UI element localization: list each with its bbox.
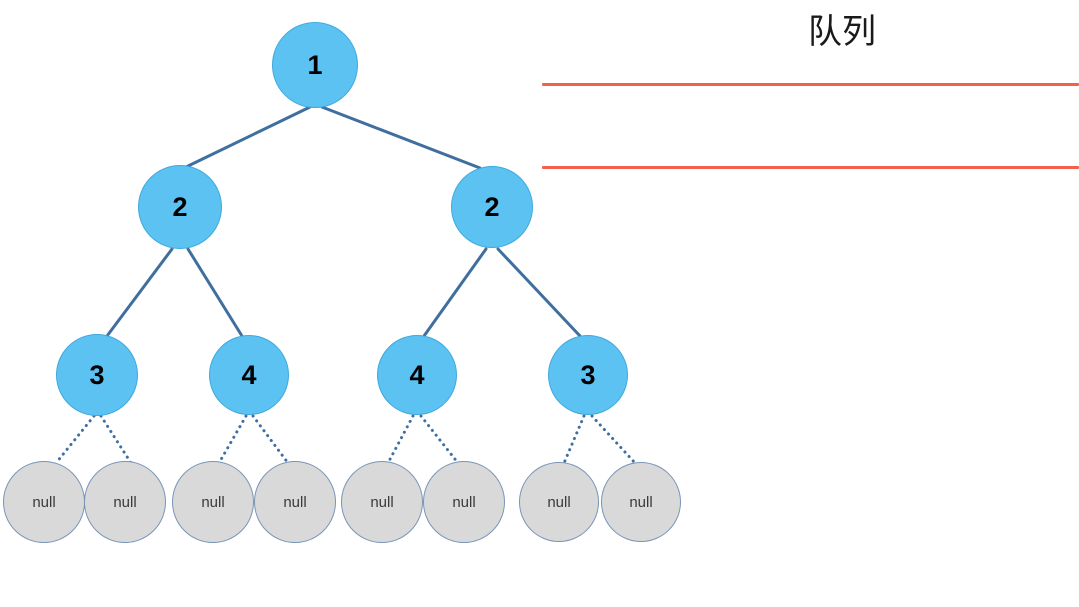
tree-node-value[interactable]: 2 [451, 166, 533, 248]
tree-node-value[interactable]: 2 [138, 165, 222, 249]
queue-title: 队列 [808, 14, 876, 51]
tree-node-label: null [370, 493, 394, 511]
edge-3a-to-null1 [54, 414, 96, 465]
tree-node-label: 4 [241, 359, 257, 390]
edge-2right-to-3d [496, 247, 582, 338]
tree-node-null[interactable]: null [3, 461, 85, 543]
tree-node-null[interactable]: null [423, 461, 505, 543]
edge-3c-to-null6 [419, 414, 460, 465]
tree-node-label: null [629, 493, 653, 511]
tree-node-value[interactable]: 4 [209, 335, 289, 415]
edge-3d-to-null8 [590, 414, 637, 465]
edge-3b-to-null3 [217, 414, 248, 465]
tree-node-label: null [32, 493, 56, 511]
edge-3b-to-null4 [251, 414, 290, 465]
tree-node-label: null [201, 493, 225, 511]
tree-node-value[interactable]: 3 [548, 335, 628, 415]
tree-node-null[interactable]: null [172, 461, 254, 543]
edge-3a-to-null2 [99, 414, 133, 465]
edge-2left-to-3b [186, 247, 244, 338]
tree-node-label: null [547, 493, 571, 511]
edge-1-to-2left [184, 105, 312, 169]
tree-node-null[interactable]: null [341, 461, 423, 543]
tree-node-label: 3 [580, 359, 596, 390]
tree-node-label: null [283, 493, 307, 511]
tree-node-label: 3 [89, 359, 105, 390]
edge-2right-to-3c [422, 247, 488, 338]
dotted-edge-group [54, 414, 637, 465]
tree-node-label: null [113, 493, 137, 511]
tree-node-null[interactable]: null [254, 461, 336, 543]
edge-3d-to-null7 [562, 414, 586, 465]
tree-node-label: 2 [172, 191, 188, 222]
tree-node-label: 2 [484, 191, 500, 222]
tree-node-label: 1 [307, 49, 323, 80]
queue-line-bottom [542, 166, 1079, 169]
edge-1-to-2right [320, 105, 482, 170]
tree-node-value[interactable]: 3 [56, 334, 138, 416]
queue-line-top [542, 83, 1079, 86]
tree-node-null[interactable]: null [519, 462, 599, 542]
tree-node-null[interactable]: null [601, 462, 681, 542]
tree-node-label: null [452, 493, 476, 511]
edge-2left-to-3a [105, 247, 174, 338]
tree-node-null[interactable]: null [84, 461, 166, 543]
tree-node-value[interactable]: 4 [377, 335, 457, 415]
edge-3c-to-null5 [386, 414, 415, 465]
tree-node-label: 4 [409, 359, 425, 390]
tree-node-value[interactable]: 1 [272, 22, 358, 108]
